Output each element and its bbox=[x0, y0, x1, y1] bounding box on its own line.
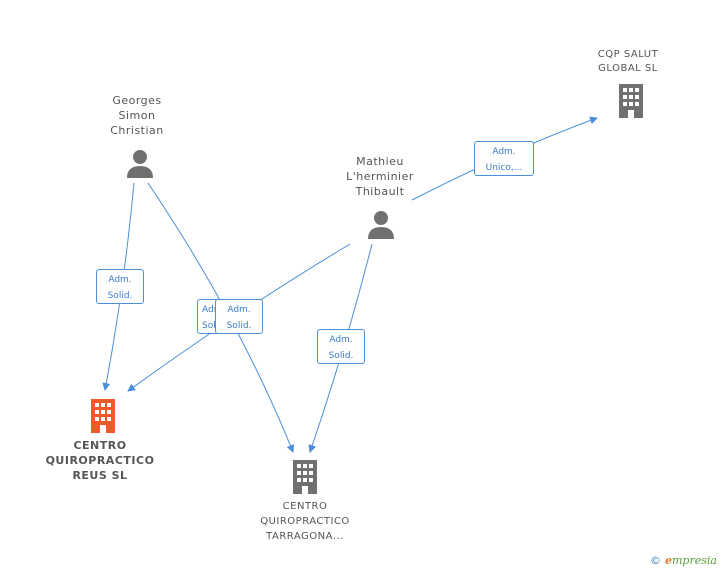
relation-box[interactable]: Adm. Solid. bbox=[317, 329, 365, 364]
relation-box[interactable]: Adm. Solid. bbox=[96, 269, 144, 304]
person-label-georges: Georges Simon Christian bbox=[110, 94, 164, 137]
brand-initial: e bbox=[665, 554, 672, 567]
empresia-logo: © empresia bbox=[650, 554, 717, 567]
company-label-reus: CENTRO QUIROPRACTICO REUS SL bbox=[45, 439, 155, 482]
relation-box[interactable]: Adm. Unico,... bbox=[474, 141, 534, 176]
building-icon[interactable] bbox=[615, 84, 647, 118]
building-icon-highlighted[interactable] bbox=[87, 399, 119, 433]
company-label-cqp: CQP SALUT GLOBAL SL bbox=[597, 49, 659, 74]
person-icon[interactable] bbox=[367, 210, 395, 240]
building-icon[interactable] bbox=[289, 460, 321, 494]
relation-box[interactable]: Adm. Solid. bbox=[215, 299, 263, 334]
brand-name: mpresia bbox=[672, 554, 717, 567]
person-icon[interactable] bbox=[126, 149, 154, 179]
copyright-symbol: © bbox=[650, 554, 661, 567]
person-label-mathieu: Mathieu L'herminier Thibault bbox=[346, 155, 414, 198]
company-label-tarragona: CENTRO QUIROPRACTICO TARRAGONA... bbox=[260, 501, 350, 542]
